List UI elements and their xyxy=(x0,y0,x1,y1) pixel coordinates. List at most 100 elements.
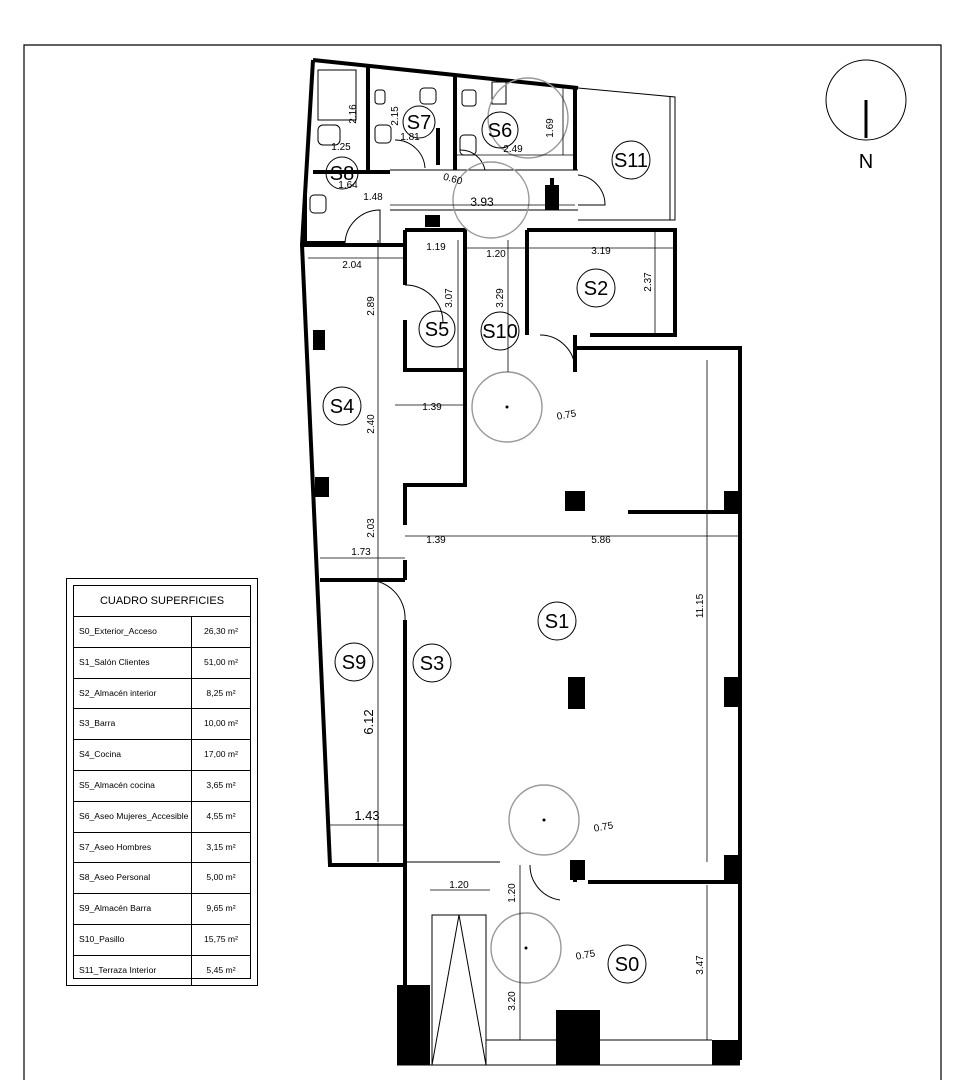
dim-label: 1.73 xyxy=(351,547,371,558)
room-label-s8: S8 xyxy=(325,156,359,190)
dim-label: 2.40 xyxy=(366,414,377,434)
table-row: S9_Almacén Barra 9,65 m² xyxy=(74,894,250,925)
svg-text:S7: S7 xyxy=(407,112,431,134)
columns xyxy=(313,185,740,1065)
room-area: 10,00 m² xyxy=(204,718,238,729)
table-row: S4_Cocina 17,00 m² xyxy=(74,740,250,771)
surface-table-title: CUADRO SUPERFICIES xyxy=(74,586,250,617)
room-area: 8,25 m² xyxy=(206,687,236,698)
dim-label: 11.15 xyxy=(695,593,706,618)
dim-label: 5.86 xyxy=(591,535,611,546)
dim-label: 6.12 xyxy=(361,709,376,734)
north-arrow: N xyxy=(825,59,907,173)
dim-label: 1.81 xyxy=(400,132,420,143)
entrance-ramp xyxy=(397,914,740,1066)
room-name: S4_Cocina xyxy=(74,740,192,770)
room-name: S11_Terraza Interior xyxy=(74,955,192,986)
room-label-s1: S1 xyxy=(537,601,577,641)
svg-text:S1: S1 xyxy=(545,611,569,633)
room-area: 5,45 m² xyxy=(206,964,236,975)
room-area: 15,75 m² xyxy=(204,933,238,944)
svg-text:S5: S5 xyxy=(425,319,449,341)
dim-label: 1.25 xyxy=(331,142,351,153)
dim-label: 2.03 xyxy=(366,518,377,538)
room-name: S9_Almacén Barra xyxy=(74,894,192,924)
room-area: 4,55 m² xyxy=(206,810,236,821)
svg-text:S0: S0 xyxy=(615,954,639,976)
table-row: S2_Almacén interior 8,25 m² xyxy=(74,678,250,710)
room-label-s6: S6 xyxy=(481,111,519,149)
svg-text:S3: S3 xyxy=(420,653,444,675)
dim-label: 3.19 xyxy=(591,246,611,257)
room-label-s11: S11 xyxy=(611,140,651,180)
table-row: S8_Aseo Personal 5,00 m² xyxy=(74,863,250,895)
dim-label: 0.75 xyxy=(575,948,597,962)
room-name: S7_Aseo Hombres xyxy=(74,832,192,863)
dim-label: 2.15 xyxy=(390,106,401,126)
dim-label: 3.93 xyxy=(470,195,494,209)
room-name: S5_Almacén cocina xyxy=(74,770,192,801)
room-label-s0: S0 xyxy=(607,944,647,984)
room-label-s4: S4 xyxy=(322,386,362,426)
dim-label: 1.10 xyxy=(550,185,561,205)
walls xyxy=(299,58,742,1060)
room-area: 26,30 m² xyxy=(204,626,238,636)
dim-label: 2.04 xyxy=(342,260,362,271)
svg-text:S2: S2 xyxy=(584,278,608,300)
dim-label: 1.64 xyxy=(338,180,358,191)
room-name: S10_Pasillo xyxy=(74,924,192,955)
dim-label: 2.37 xyxy=(643,272,654,292)
room-area: 17,00 m² xyxy=(204,749,238,760)
dim-label: 0.60 xyxy=(442,172,464,188)
table-row: S11_Terraza Interior 5,45 m² xyxy=(74,955,250,986)
dim-label: 1.43 xyxy=(354,808,379,823)
room-name: S6_Aseo Mujeres_Accesible xyxy=(74,801,192,832)
svg-text:S9: S9 xyxy=(342,652,366,674)
dim-label: 3.20 xyxy=(507,991,518,1011)
room-label-s5: S5 xyxy=(418,310,456,348)
dim-label: 3.47 xyxy=(695,955,706,975)
dim-label: 2.89 xyxy=(366,296,377,316)
turning-circles xyxy=(452,77,580,984)
north-circle xyxy=(825,59,907,141)
room-labels: S0 S1 S2 S3 S4 S5 S6 S7 S8 S9 S10 S11 xyxy=(322,105,651,984)
dim-label: 3.29 xyxy=(495,288,506,308)
dim-label: 2.49 xyxy=(503,144,523,155)
dim-label: 0.75 xyxy=(556,408,578,422)
dim-label: 1.20 xyxy=(507,883,518,903)
dimension-lines xyxy=(308,88,740,1040)
drawing-frame xyxy=(23,44,942,1080)
table-row: S3_Barra 10,00 m² xyxy=(74,709,250,741)
dim-label: 0.75 xyxy=(593,820,615,834)
svg-text:S11: S11 xyxy=(614,150,648,172)
room-name: S8_Aseo Personal xyxy=(74,863,192,894)
dim-label: 1.39 xyxy=(426,535,446,546)
room-name: S3_Barra xyxy=(74,709,192,740)
room-name: S1_Salón Clientes xyxy=(74,647,192,678)
svg-text:S6: S6 xyxy=(488,120,512,142)
dim-label: 1.20 xyxy=(486,249,506,260)
dim-label: 3.07 xyxy=(444,288,455,308)
doors xyxy=(344,139,606,901)
room-name: S2_Almacén interior xyxy=(74,678,192,709)
room-label-s7: S7 xyxy=(402,105,436,139)
room-label-s3: S3 xyxy=(412,643,452,683)
dim-label: 2.16 xyxy=(348,104,359,124)
dimension-labels: 2.16 1.25 1.64 1.48 2.15 1.81 1.69 2.49 … xyxy=(331,104,706,1011)
dim-label: 1.20 xyxy=(449,880,469,891)
table-row: S10_Pasillo 15,75 m² xyxy=(74,924,250,956)
room-label-s2: S2 xyxy=(576,268,616,308)
dim-label: 1.19 xyxy=(426,242,446,253)
room-label-s9: S9 xyxy=(334,642,374,682)
dim-label: 1.69 xyxy=(545,118,556,138)
svg-text:S4: S4 xyxy=(330,396,354,418)
room-area: 9,65 m² xyxy=(206,903,236,914)
room-area: 5,00 m² xyxy=(206,872,236,883)
north-label: N xyxy=(859,151,873,173)
room-area: 3,65 m² xyxy=(206,779,236,790)
